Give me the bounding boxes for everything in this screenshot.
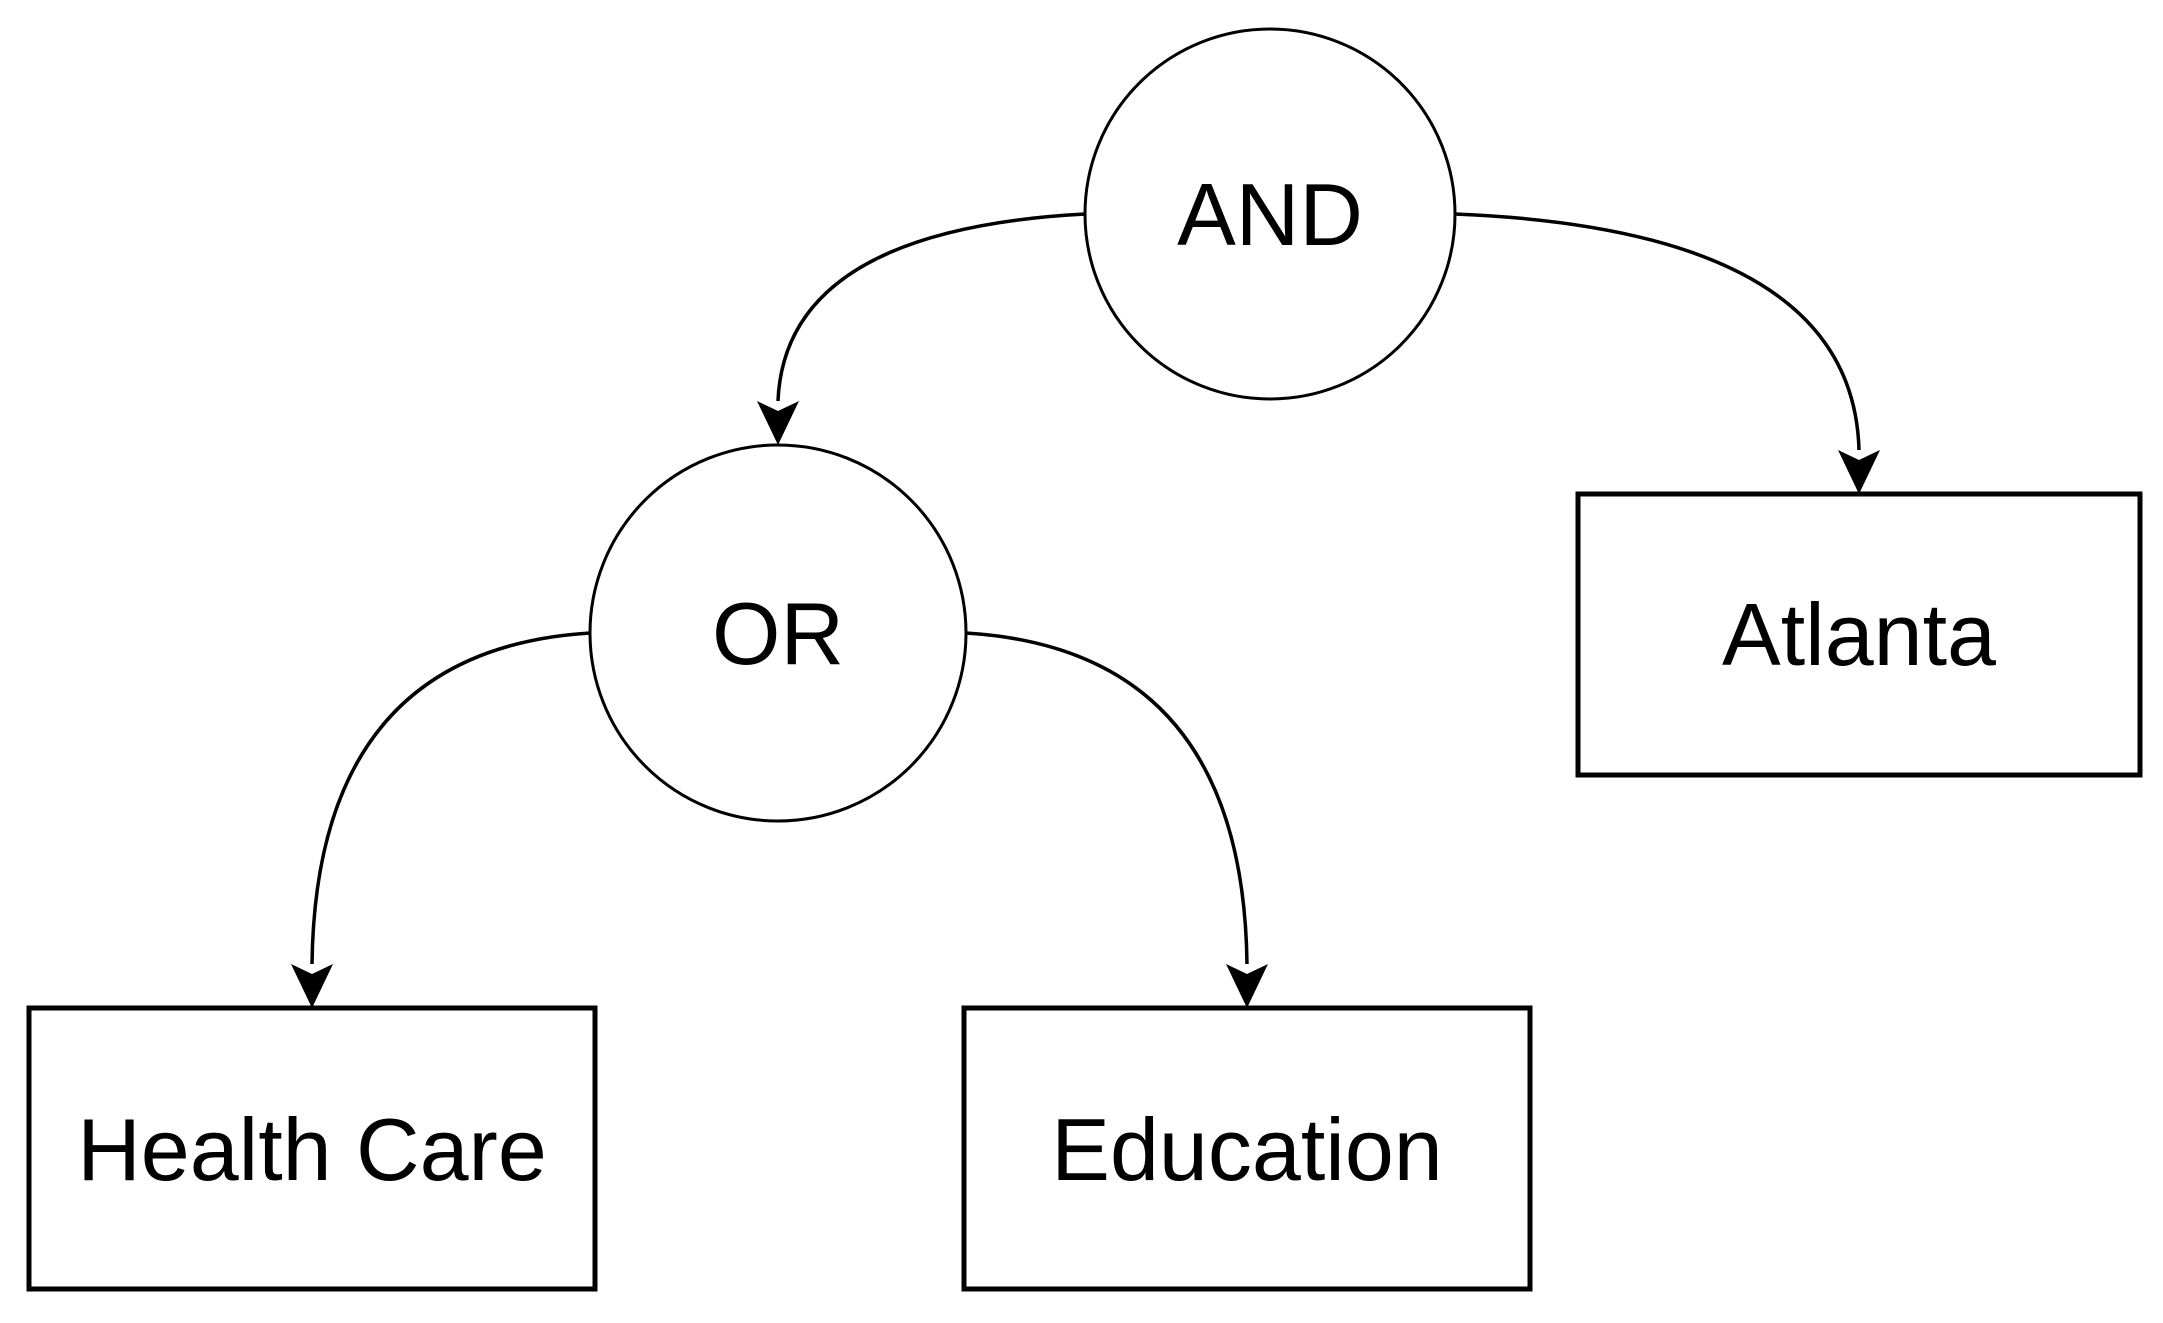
edge-or-education-connector (965, 631, 1249, 965)
node-health-care: Health Care (26, 1005, 598, 1292)
edge-and-atlanta-connector (1454, 212, 1861, 451)
or-label: OR (712, 584, 844, 683)
health-care-label: Health Care (77, 1100, 547, 1199)
arrowhead-down-icon (757, 401, 799, 445)
atlanta-box (1575, 491, 2143, 778)
node-atlanta: Atlanta (1575, 491, 2143, 778)
edge-or-health-care-connector (310, 631, 591, 965)
edge-and-or (757, 212, 1086, 445)
edge-or-health-care (291, 631, 591, 1008)
education-box (961, 1005, 1533, 1292)
arrowhead-down-icon (1226, 964, 1268, 1008)
atlanta-label: Atlanta (1722, 585, 1996, 684)
or-circle (588, 443, 968, 823)
node-education: Education (961, 1005, 1533, 1292)
edge-or-education (965, 631, 1268, 1008)
arrowhead-down-icon (1838, 450, 1880, 494)
health-care-box (26, 1005, 598, 1292)
education-label: Education (1051, 1100, 1442, 1199)
arrowhead-down-icon (291, 964, 333, 1008)
node-and: AND (1083, 27, 1457, 401)
edge-and-atlanta (1454, 212, 1880, 494)
edge-and-or-connector (776, 212, 1086, 402)
and-circle (1083, 27, 1457, 401)
and-label: AND (1177, 165, 1363, 264)
node-or: OR (588, 443, 968, 823)
